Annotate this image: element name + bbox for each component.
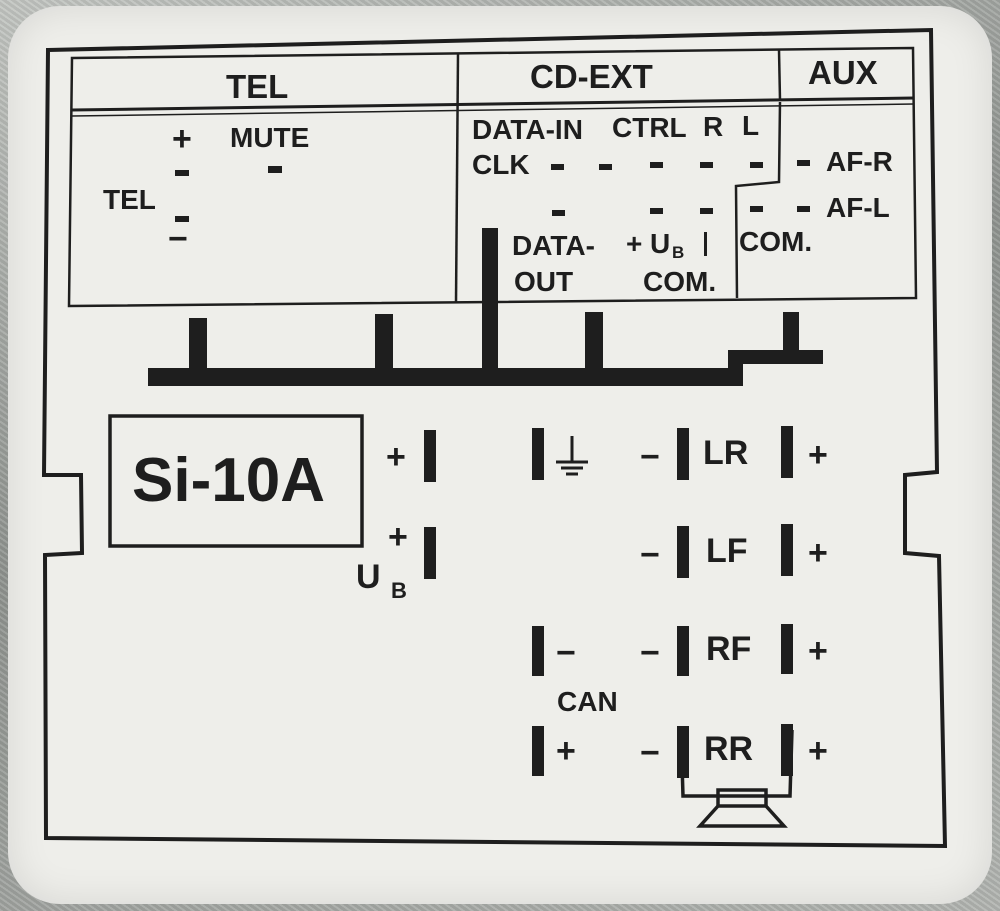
tel-cd-divider	[454, 53, 460, 303]
pin-dash	[750, 206, 763, 212]
cd-data-in: DATA-IN	[472, 114, 583, 145]
power-plus-ub: +	[388, 518, 408, 556]
pin-bar	[781, 426, 793, 478]
cd-data-out-1: DATA-	[512, 230, 595, 261]
label-card	[8, 6, 992, 904]
power-ub: U	[356, 558, 381, 596]
pin-dash	[599, 164, 612, 170]
tel-label: TEL	[103, 184, 156, 215]
pin-bar	[677, 526, 689, 578]
pin-dash	[175, 170, 189, 176]
cd-com-mid: COM.	[739, 226, 813, 257]
cd-ub-plus: +	[626, 228, 643, 259]
header-aux: AUX	[808, 54, 878, 91]
pin-dash	[268, 166, 282, 173]
rr-minus: −	[640, 734, 660, 772]
cd-aux-divider	[777, 49, 782, 101]
power-plus-top: +	[386, 438, 406, 476]
cd-ub-sub: B	[672, 243, 685, 262]
speaker-lf: LF	[706, 532, 748, 570]
cd-com-bottom: COM.	[643, 266, 717, 297]
header-cd-ext: CD-EXT	[530, 58, 653, 95]
pin-bar	[532, 626, 544, 676]
rf-plus: +	[808, 632, 828, 670]
can-plus: +	[556, 732, 576, 770]
pin-bar	[677, 726, 689, 778]
tel-mute: MUTE	[230, 122, 310, 153]
pin-dash	[175, 216, 189, 222]
lr-minus: −	[640, 438, 660, 476]
tel-minus: −	[168, 220, 188, 258]
pin-dash	[797, 160, 810, 166]
pin-bar	[532, 428, 544, 480]
bus-stub	[585, 312, 603, 376]
pin-bar	[677, 626, 689, 676]
speaker-rf: RF	[706, 630, 752, 668]
bus-bar-right	[728, 350, 823, 364]
speaker-lr: LR	[703, 434, 749, 472]
pin-bar	[781, 724, 793, 776]
pin-bar	[424, 527, 436, 579]
pin-dash	[551, 164, 564, 170]
pin-bar	[781, 524, 793, 576]
bus-stub-tall	[482, 228, 498, 376]
aux-step-divider	[734, 101, 782, 299]
pin-dash	[650, 162, 663, 168]
pin-dash	[700, 208, 713, 214]
lf-minus: −	[640, 536, 660, 574]
model-box	[108, 414, 364, 548]
header-divider-thin	[71, 103, 915, 117]
cd-ctrl: CTRL	[612, 112, 687, 143]
rf-minus: −	[640, 634, 660, 672]
cd-l: L	[742, 110, 760, 141]
pin-table-outline	[67, 46, 918, 308]
header-tel: TEL	[226, 68, 289, 105]
bus-stub	[783, 312, 799, 358]
rr-plus: +	[808, 732, 828, 770]
lr-plus: +	[808, 436, 828, 474]
power-ub-sub: B	[391, 578, 407, 603]
can-minus: −	[556, 634, 576, 672]
model-label: Si-10A	[132, 446, 325, 515]
aux-af-l: AF-L	[826, 192, 890, 223]
header-divider	[71, 96, 915, 112]
pin-bar	[781, 624, 793, 674]
can-label: CAN	[557, 686, 618, 717]
aux-af-r: AF-R	[826, 146, 893, 177]
cd-clk: CLK	[472, 149, 530, 180]
pin-bar	[424, 430, 436, 482]
pin-dash	[797, 206, 810, 212]
pin-bar	[677, 428, 689, 480]
connector-outline	[41, 27, 948, 849]
speaker-rr: RR	[704, 730, 754, 768]
lf-plus: +	[808, 534, 828, 572]
pin-dash	[700, 162, 713, 168]
bus-bar	[148, 368, 743, 386]
cd-data-out-2: OUT	[514, 266, 574, 297]
pin-tick	[704, 232, 707, 256]
pin-dash	[552, 210, 565, 216]
pin-dash	[750, 162, 763, 168]
bus-stub	[728, 350, 743, 386]
ground-icon	[556, 436, 588, 476]
pin-bar	[532, 726, 544, 776]
bus-stub	[189, 318, 207, 376]
bus-stub	[375, 314, 393, 376]
tel-plus: +	[172, 120, 192, 158]
cd-ub: U	[650, 228, 671, 259]
cd-r: R	[703, 111, 724, 142]
pin-dash	[650, 208, 663, 214]
